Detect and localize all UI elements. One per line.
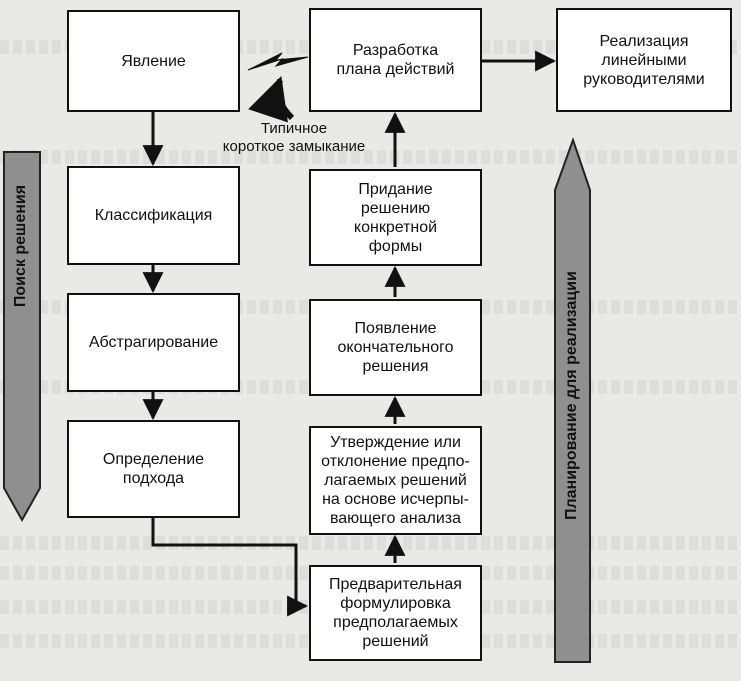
node-approval: Утверждение или отклонение предпо- лагае…	[309, 426, 482, 535]
search-band-label: Поиск решения	[12, 184, 29, 308]
planning-band-arrow	[554, 136, 591, 663]
node-action-plan: Разработка плана действий	[309, 8, 482, 112]
node-phenomenon: Явление	[67, 10, 240, 112]
node-implementation: Реализация линейными руководителями	[556, 8, 732, 112]
node-concrete-form: Придание решению конкретной формы	[309, 169, 482, 266]
planning-band-label: Планирование для реализации	[563, 271, 580, 520]
search-band-arrow	[3, 151, 41, 523]
short-circuit-pointer	[248, 76, 295, 123]
node-final-solution: Появление окончательного решения	[309, 299, 482, 396]
short-circuit-note: Типичное короткое замыкание	[222, 120, 366, 155]
arrow-approach-preliminary	[151, 518, 309, 617]
node-preliminary: Предварительная формулировка предполагае…	[309, 565, 482, 661]
short-circuit-bolt	[247, 52, 309, 71]
node-approach: Определение подхода	[67, 420, 240, 518]
node-abstraction: Абстрагирование	[67, 293, 240, 392]
node-classification: Классификация	[67, 166, 240, 265]
